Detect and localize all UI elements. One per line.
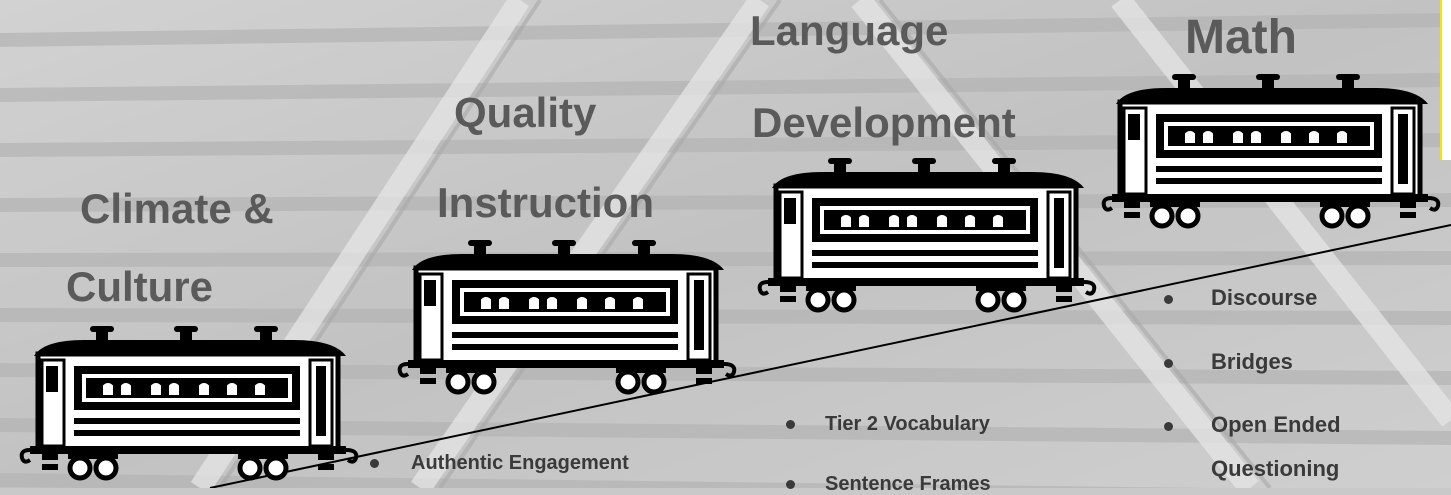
bullet-dot-icon [370,459,379,469]
bullet-text: Discourse [1211,285,1318,310]
bullet-open-ended: Open Ended [1164,414,1341,436]
heading-climate-culture-line2: Culture [66,263,213,310]
heading-language-development-line1: Language [750,7,949,54]
bullet-dot-icon [786,480,795,490]
bullet-tier2-vocabulary: Tier 2 Vocabulary [786,414,990,434]
train-car-icon [14,326,364,486]
bullet-dot-icon [1164,294,1173,304]
heading-language-development-line2: Development [752,99,1016,146]
train-car-icon [1096,74,1446,234]
bullet-text: Bridges [1211,349,1293,374]
train-car-icon [752,158,1102,318]
bullet-text: Sentence Frames [825,473,991,495]
bullet-questioning-continuation: Questioning [1211,456,1340,481]
bullet-dot-icon [786,420,795,430]
accent-frame-edge [1440,0,1451,160]
bullet-discourse: Discourse [1164,287,1317,309]
heading-quality-instruction-line1: Quality [454,89,597,136]
bullet-dot-icon [1164,358,1173,368]
bullet-text: Tier 2 Vocabulary [825,413,990,435]
bullet-sentence-frames: Sentence Frames [786,474,991,494]
progress-track-line [209,224,1451,488]
heading-math: Math [1185,11,1297,64]
heading-climate-culture-line1: Climate & [80,185,274,232]
train-car-icon [392,240,742,400]
bullet-authentic-engagement: Authentic Engagement [370,453,629,473]
bullet-text: Open Ended [1211,412,1341,437]
bullet-text: Authentic Engagement [411,452,629,474]
bullet-bridges: Bridges [1164,351,1293,373]
heading-quality-instruction-line2: Instruction [437,179,654,226]
bullet-dot-icon [1164,421,1173,431]
